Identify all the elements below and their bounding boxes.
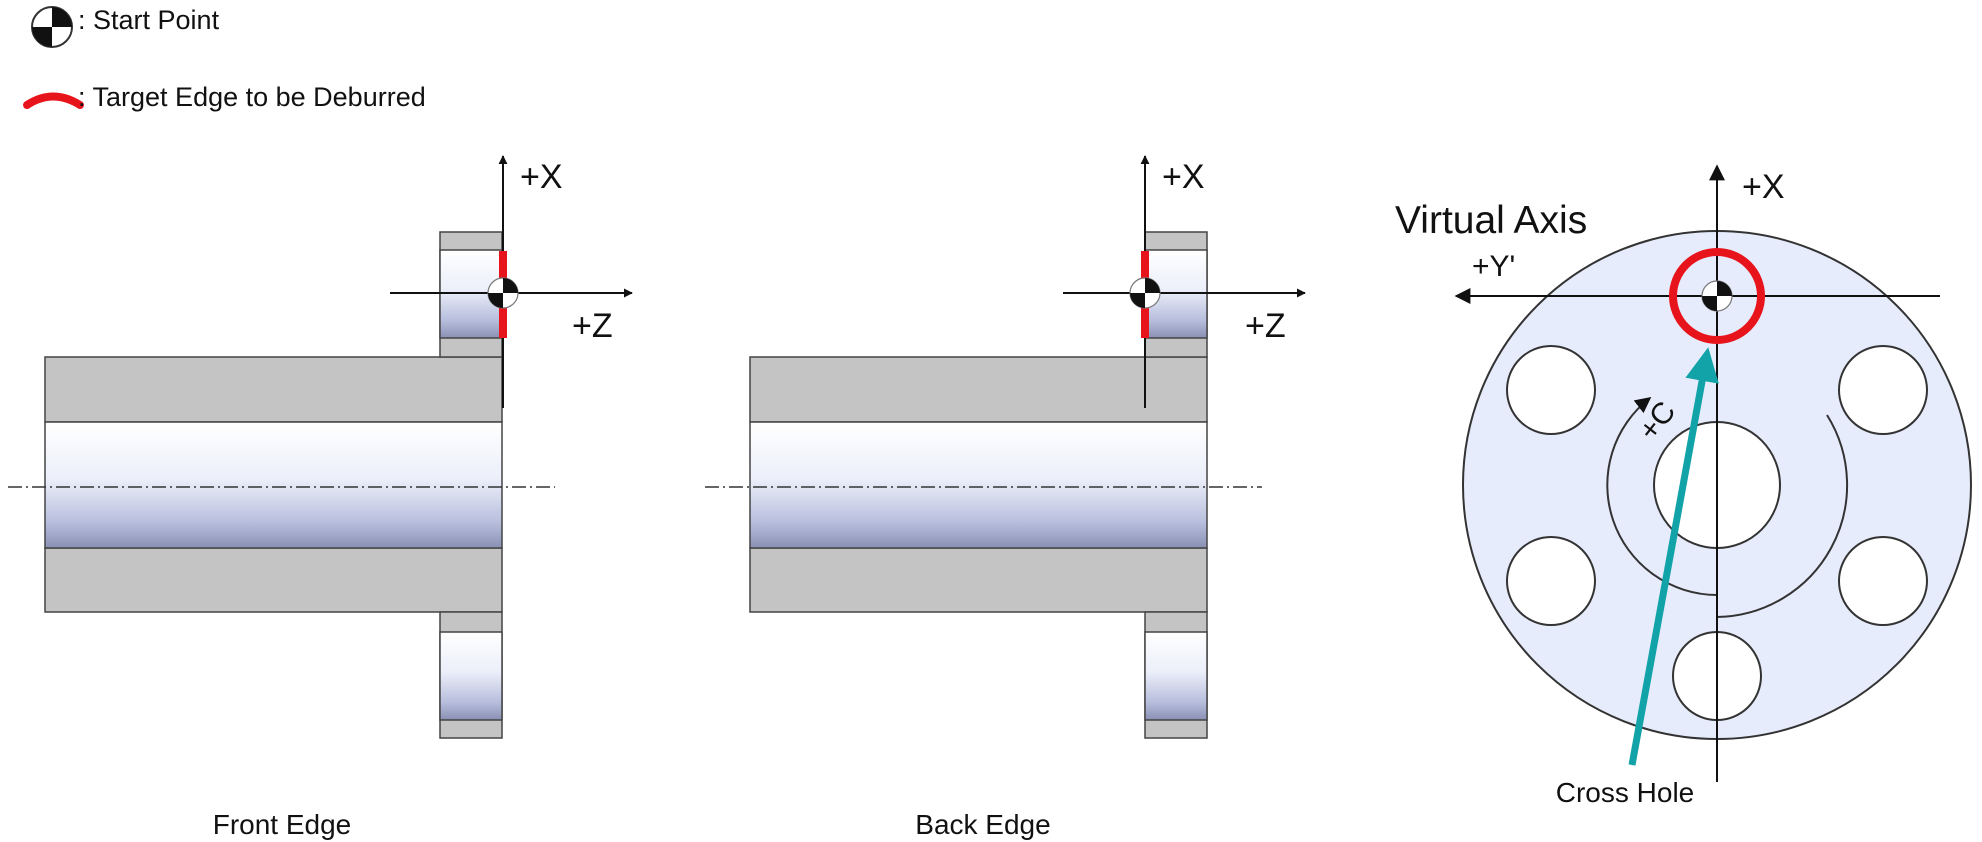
shaft-bore: [44, 421, 503, 549]
shaft-lower-wall: [44, 547, 503, 613]
c-axis-arc-right: [1716, 414, 1849, 618]
cross-hole-lower: [1144, 631, 1208, 721]
cross-hole-lower: [439, 631, 503, 721]
legend-target-edge-label: : Target Edge to be Deburred: [78, 82, 426, 112]
c-axis-arc-left: [1606, 397, 1718, 596]
z-axis-label: +Z: [572, 307, 613, 345]
shaft-upper-wall: [749, 356, 1208, 423]
virtual-axis-title: Virtual Axis: [1395, 199, 1587, 242]
target-edge: [1669, 248, 1765, 344]
bolt-hole: [1838, 345, 1928, 435]
x-axis-label: +X: [1162, 158, 1205, 196]
back-edge-caption: Back Edge: [915, 809, 1050, 840]
front-edge-caption: Front Edge: [213, 809, 352, 840]
legend-start-point-label: : Start Point: [78, 5, 220, 35]
front-edge-view: +X +Z Front Edge: [8, 155, 633, 840]
x-axis-label: +X: [1742, 168, 1785, 206]
bolt-hole: [1506, 345, 1596, 435]
start-point-icon: [487, 277, 519, 309]
x-axis-label: +X: [520, 158, 563, 196]
z-axis-label: +Z: [1245, 307, 1286, 345]
start-point-icon: [1701, 280, 1733, 312]
shaft-lower-wall: [749, 547, 1208, 613]
cross-hole-arrow: [1628, 347, 1719, 766]
shaft-upper-wall: [44, 356, 503, 423]
start-point-icon: [1129, 277, 1161, 309]
cross-hole-label: Cross Hole: [1556, 777, 1694, 808]
shaft-bore: [749, 421, 1208, 549]
y-prime-axis-label: +Y': [1472, 250, 1515, 283]
end-face-view: Virtual Axis +X +Y' +C Cross Hole: [1395, 164, 1972, 808]
bolt-hole: [1506, 536, 1596, 626]
back-edge-view: +X +Z Back Edge: [705, 155, 1306, 840]
bolt-hole: [1838, 536, 1928, 626]
target-edge-icon: [23, 92, 84, 109]
start-point-icon: [31, 6, 73, 48]
legend: : Start Point : Target Edge to be Deburr…: [23, 5, 426, 112]
